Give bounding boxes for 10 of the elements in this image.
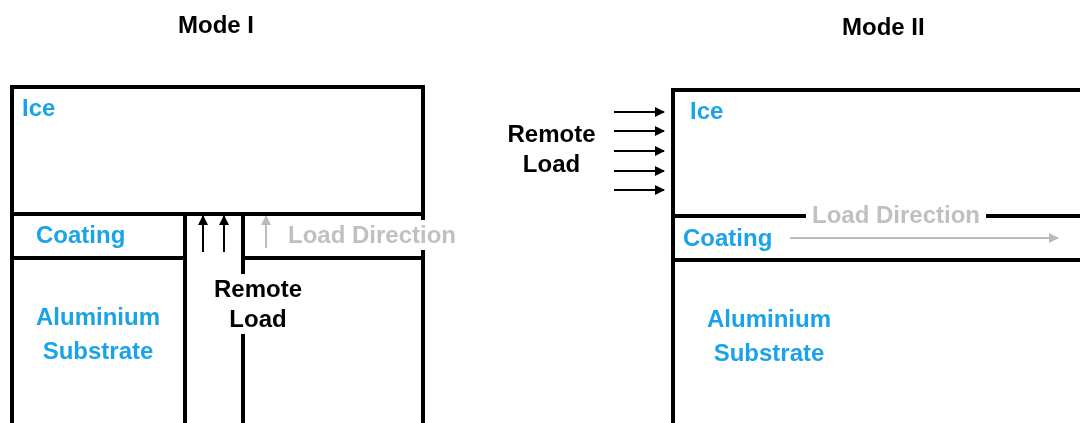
layer-label: Coating [683,223,773,253]
ice-layer [10,85,425,216]
mode-title: Mode I [178,10,254,40]
load-label: Remote Load [506,119,597,179]
mode-title: Mode II [842,12,925,42]
layer-label: Ice [22,93,56,123]
layer-label: Coating [36,220,126,250]
layer-label: Aluminium Substrate [35,302,161,366]
layer-label: Aluminium Substrate [706,304,832,368]
layer-label: Ice [690,96,724,126]
